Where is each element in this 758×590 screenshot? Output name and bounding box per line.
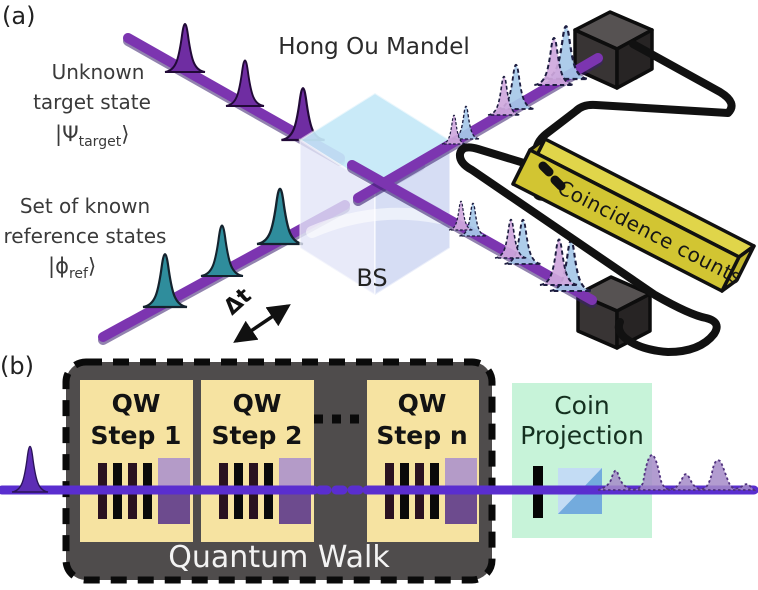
reference-line2: reference states [4,224,167,248]
cube-highlight [306,207,446,238]
target-state-label: Unknown target state |Ψtarget⟩ [33,60,151,150]
bs-label: BS [356,264,387,292]
panel-a-label: (a) [2,2,35,30]
target-line1: Unknown [52,60,145,84]
coincidence-stub-1 [538,161,554,177]
coincidence-stub-2 [550,175,566,191]
coin-projection-box: Coin Projection [512,383,652,538]
wire-detector2 [455,143,721,356]
target-ket: |Ψtarget⟩ [55,122,129,150]
quantum-walk-label: Quantum Walk [168,540,390,575]
delay-arrow [233,304,291,343]
crystal-1 [158,458,190,524]
coin-line2: Projection [520,421,644,450]
walk-distribution [597,454,757,491]
qw1-line2: Step 1 [91,421,182,450]
panel-b-label: (b) [0,352,34,380]
panel-b: (b) QW Step 1 QW Step 2 [0,352,758,584]
panel-a: (a) Hong Ou Mandel Unknown target state … [2,2,756,356]
qwn-line1: QW [398,389,447,418]
detector-2 [576,275,652,350]
qw2-line1: QW [233,389,282,418]
qw-step-card-2: QW Step 2 [201,380,314,542]
qwn-line2: Step n [376,421,467,450]
reference-state-label: Set of known reference states |ϕref⟩ [4,194,167,282]
qw-step-card-1: QW Step 1 [80,380,193,542]
qw1-line1: QW [112,389,161,418]
hom-title: Hong Ou Mandel [278,34,470,60]
qw2-line2: Step 2 [212,421,303,450]
qw-step-card-n: QW Step n [367,380,479,542]
reference-ket: |ϕref⟩ [48,254,96,282]
reference-line1: Set of known [20,194,150,218]
coin-line1: Coin [554,391,610,420]
target-line2: target state [33,90,151,114]
